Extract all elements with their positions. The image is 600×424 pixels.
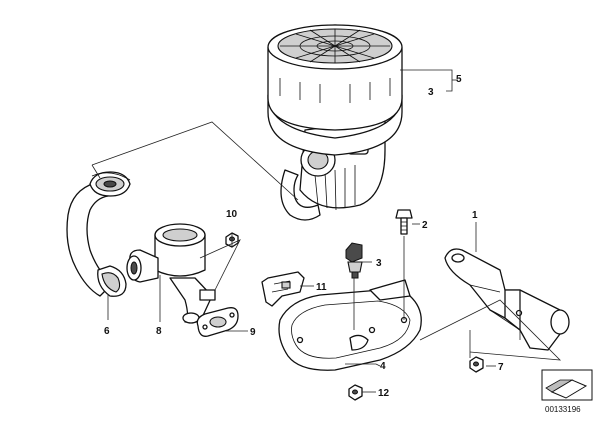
callout-2: 2 <box>422 220 428 231</box>
callout-1: 1 <box>472 210 478 221</box>
callout-leaders <box>107 69 496 393</box>
bracket <box>444 248 570 351</box>
callout-10: 10 <box>226 209 238 220</box>
callout-3-top: 3 <box>428 87 434 98</box>
callout-6: 6 <box>104 326 110 337</box>
bolt <box>395 209 413 235</box>
holder-plate <box>278 279 422 371</box>
callout-4: 4 <box>380 361 386 372</box>
callout-12: 12 <box>378 388 390 399</box>
assembly-lines <box>91 121 562 361</box>
rubber-mount <box>345 242 363 279</box>
callout-3: 3 <box>376 258 382 269</box>
nut-12 <box>348 384 363 401</box>
callout-8: 8 <box>156 326 162 337</box>
callout-7: 7 <box>498 362 504 373</box>
callout-11: 11 <box>316 282 327 293</box>
clip-bracket <box>261 271 305 307</box>
reference-box: 00133196 <box>541 369 593 414</box>
check-valve <box>126 223 216 324</box>
reference-number: 00133196 <box>545 405 581 414</box>
nut-7 <box>469 356 484 373</box>
gasket <box>196 307 239 337</box>
callout-9: 9 <box>250 327 256 338</box>
air-pump <box>267 24 403 221</box>
callout-labels: 5 3 1 2 3 10 11 6 8 9 4 7 12 <box>104 74 504 399</box>
callout-5: 5 <box>456 74 462 85</box>
hose <box>66 171 131 297</box>
